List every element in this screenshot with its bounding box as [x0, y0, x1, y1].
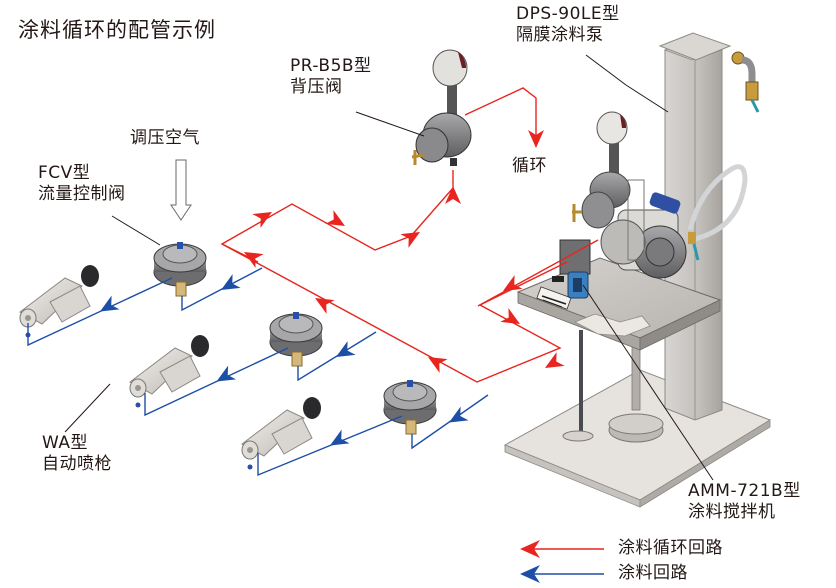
- regulated-air-label: 调压空气: [130, 128, 200, 148]
- arrow: [244, 252, 264, 268]
- arrow: [100, 295, 120, 312]
- back-pressure-valve-name: 背压阀: [290, 77, 343, 97]
- arrow: [216, 365, 237, 382]
- back-pressure-valve-label: PR-B5B型 背压阀: [290, 56, 372, 98]
- spray-gun[interactable]: [129, 335, 209, 408]
- arrow: [330, 429, 350, 446]
- spray-gun-name: 自动喷枪: [42, 454, 112, 474]
- circulation-line-return: [464, 87, 537, 145]
- diagram-title: 涂料循环的配管示例: [18, 18, 216, 42]
- arrow: [449, 406, 469, 423]
- leader-fcv: [111, 215, 161, 246]
- circulation-line-to-pump: [477, 239, 599, 307]
- leader-back-pressure-valve: [355, 111, 425, 137]
- arrow: [545, 352, 565, 368]
- legend-arrow-circulation: [520, 540, 604, 558]
- flow-control-valve[interactable]: [153, 242, 207, 297]
- regulated-air-arrow-icon: [170, 159, 192, 221]
- supply-line-to-gun: [27, 277, 173, 347]
- supply-line-to-fcv: [181, 267, 263, 312]
- spray-gun[interactable]: [19, 265, 99, 338]
- leader-pump-pillar: [625, 84, 669, 113]
- supply-line-to-gun: [144, 347, 289, 417]
- flow-control-valve[interactable]: [383, 380, 437, 435]
- arrow: [428, 357, 448, 373]
- leader-spray-gun: [64, 383, 111, 433]
- arrow: [400, 232, 420, 248]
- arrow-up: [445, 186, 461, 204]
- supply-line-to-gun: [257, 415, 403, 477]
- diaphragm-pump-name: 隔膜涂料泵: [516, 25, 604, 45]
- agitator-model: AMM-721B型: [688, 481, 801, 501]
- spray-gun[interactable]: [241, 397, 321, 470]
- air-inlet-fitting: [731, 51, 760, 113]
- arrow: [500, 308, 520, 324]
- leader-pump: [585, 54, 627, 86]
- arrow-down: [528, 130, 544, 148]
- flow-control-valve[interactable]: [269, 312, 323, 367]
- arrow: [315, 298, 335, 314]
- leader-lines: [64, 54, 714, 481]
- legend-supply-label: 涂料回路: [618, 563, 688, 583]
- back-pressure-valve-model: PR-B5B型: [290, 56, 372, 76]
- flow-control-valve-model: FCV型: [38, 163, 91, 183]
- agitator-name: 涂料搅拌机: [688, 502, 776, 522]
- circulation-label: 循环: [512, 156, 547, 176]
- back-pressure-valve[interactable]: [411, 49, 472, 166]
- arrow: [325, 210, 345, 226]
- leader-agitator: [582, 284, 714, 481]
- legend-circulation-label: 涂料循环回路: [618, 538, 723, 558]
- arrow: [336, 341, 356, 357]
- supply-lines: [27, 267, 489, 477]
- flow-control-valve-name: 流量控制阀: [38, 184, 126, 204]
- supply-line-to-fcv: [297, 331, 377, 382]
- arrow: [221, 274, 241, 290]
- diaphragm-pump-label: DPS-90LE型 隔膜涂料泵: [516, 4, 620, 46]
- diaphragm-pump[interactable]: [552, 111, 748, 299]
- diaphragm-pump-model: DPS-90LE型: [516, 4, 620, 24]
- agitator-label: AMM-721B型 涂料搅拌机: [688, 481, 801, 523]
- circulation-line-lower: [221, 243, 568, 383]
- spray-gun-label: WA型 自动喷枪: [42, 433, 112, 475]
- flow-control-valve-label: FCV型 流量控制阀: [38, 163, 126, 205]
- legend-arrow-supply: [520, 565, 604, 583]
- supply-line-to-fcv: [411, 394, 489, 450]
- arrow: [503, 275, 523, 291]
- spray-gun-model: WA型: [42, 433, 89, 453]
- arrow: [252, 212, 272, 228]
